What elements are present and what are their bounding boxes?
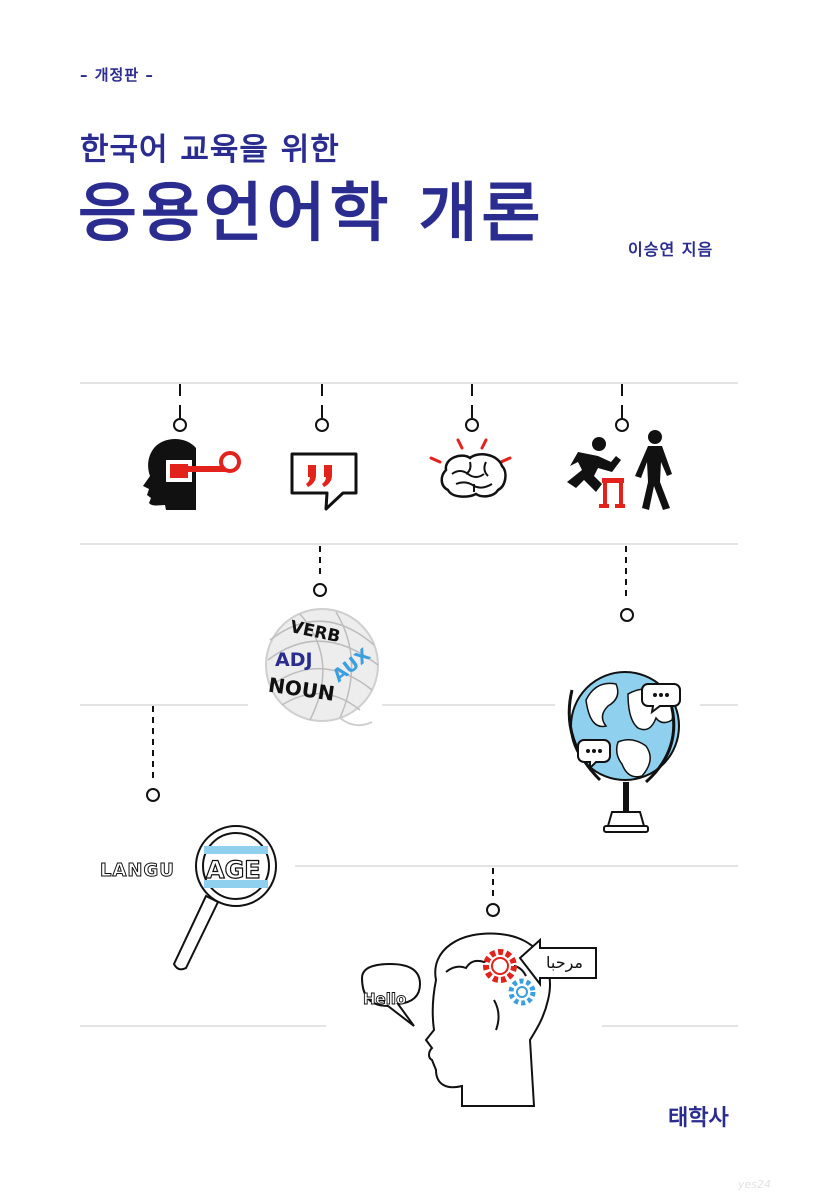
- book-subtitle: 한국어 교육을 위한: [80, 132, 340, 168]
- arabic-greeting-bubble: مرحبا: [546, 953, 583, 973]
- globe-illustration: [567, 671, 681, 833]
- hurdle-people-icon: [567, 430, 672, 510]
- head-key-icon: [143, 439, 241, 510]
- book-title: 응용언어학 개론: [78, 177, 545, 251]
- divider-lines: [80, 382, 738, 1027]
- speech-bubble-hello: Hello: [363, 990, 406, 1008]
- magnifier-illustration: LANGU AGE: [100, 825, 277, 971]
- watermark: yes24: [738, 1178, 772, 1191]
- publisher-logo: 태학사: [668, 1106, 729, 1131]
- author-name: 이승연 지음: [628, 240, 714, 259]
- magnifier-word-outside: LANGU: [100, 860, 175, 881]
- quote-bubble-icon: [290, 452, 358, 511]
- yarn-ball-illustration: VERB ADJ AUX NOUN: [265, 608, 379, 727]
- magnifier-word-inside: AGE: [206, 856, 261, 884]
- brain-idea-icon: [429, 438, 512, 498]
- connectors-middle: [146, 546, 634, 917]
- connectors-top: [173, 384, 629, 432]
- head-gears-illustration: Hello مرحبا: [360, 932, 597, 1107]
- edition-label: – 개정판 –: [80, 66, 154, 84]
- yarn-word-adj: ADJ: [275, 649, 313, 671]
